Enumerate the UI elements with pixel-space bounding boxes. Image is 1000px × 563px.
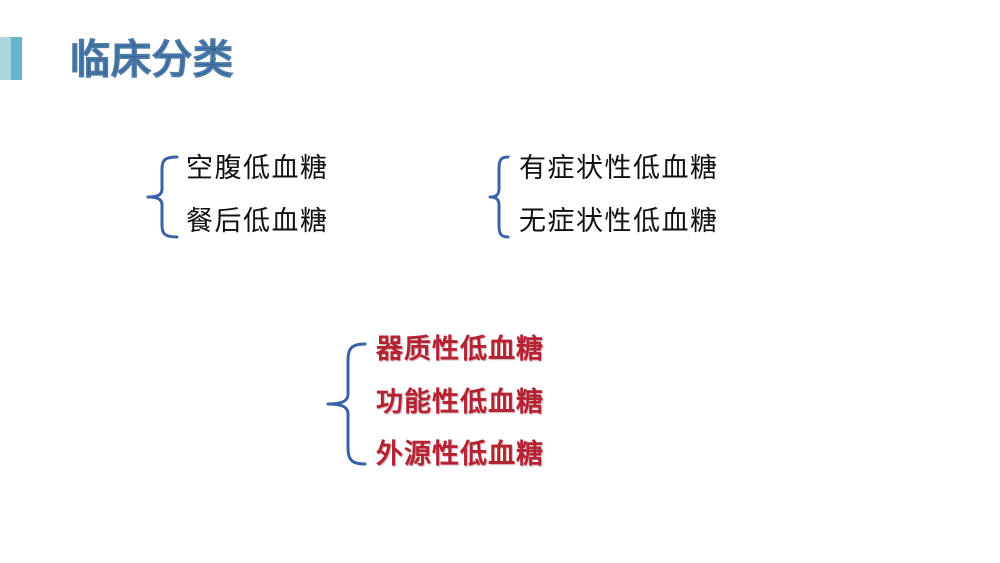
item-postprandial-hypoglycemia: 餐后低血糖	[186, 206, 329, 237]
curly-brace-icon	[145, 155, 179, 239]
item-fasting-hypoglycemia: 空腹低血糖	[186, 153, 329, 184]
item-asymptomatic-hypoglycemia: 无症状性低血糖	[519, 206, 719, 237]
item-organic-hypoglycemia: 器质性低血糖	[376, 334, 544, 365]
curly-brace-icon	[488, 155, 510, 239]
item-functional-hypoglycemia: 功能性低血糖	[376, 387, 544, 418]
title-accent-bar-light	[0, 37, 11, 80]
curly-brace-icon	[325, 342, 367, 466]
slide-title: 临床分类	[70, 37, 234, 84]
item-exogenous-hypoglycemia: 外源性低血糖	[376, 439, 544, 470]
item-symptomatic-hypoglycemia: 有症状性低血糖	[519, 153, 719, 184]
title-accent-bar-dark	[11, 37, 22, 80]
